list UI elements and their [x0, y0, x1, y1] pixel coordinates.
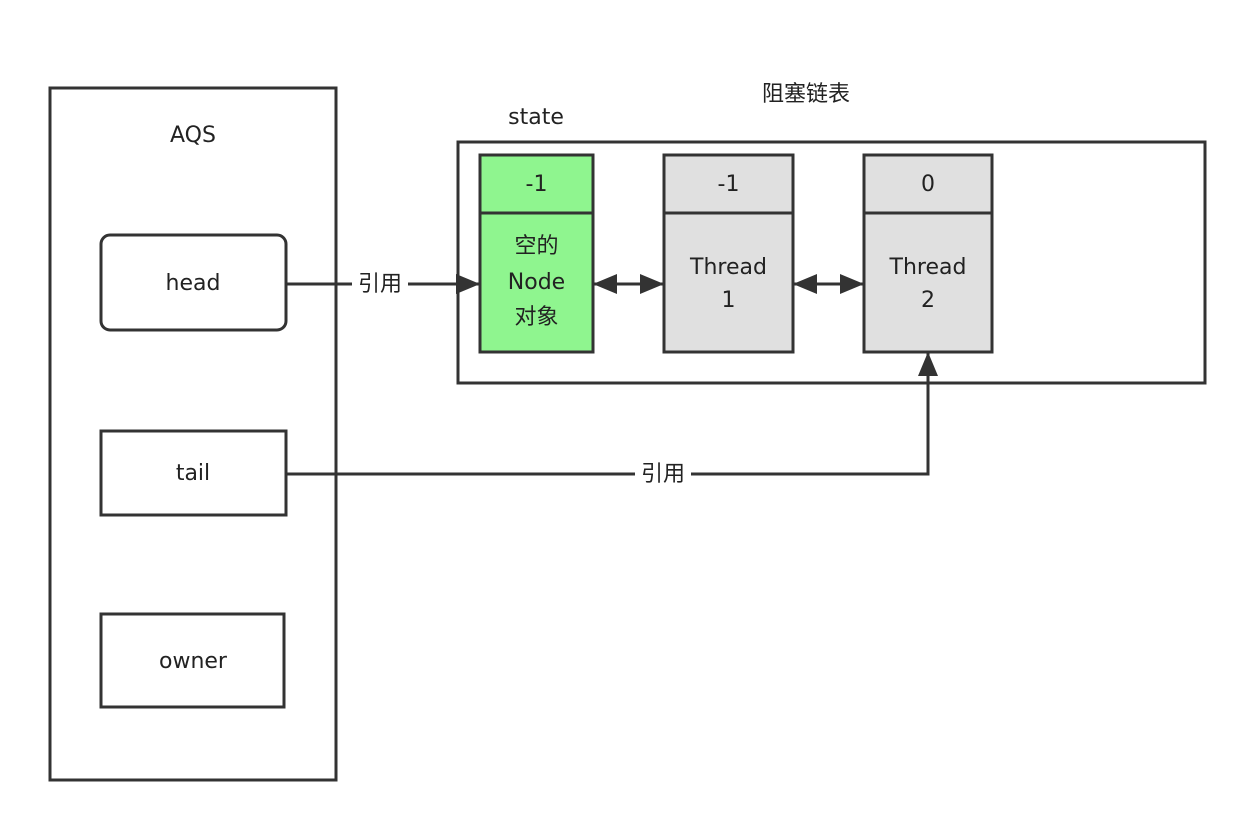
aqs-title: AQS: [170, 123, 216, 148]
tail-ref-label-bg: [635, 460, 691, 488]
node-1-body: [662, 211, 795, 354]
node-2-line-1: Thread: [889, 255, 967, 280]
node-2-state-cell: [862, 153, 994, 215]
node-0-line-2: Node: [508, 270, 565, 295]
node-2-body: [862, 211, 994, 354]
queue-node-0: -1 空的 Node 对象: [478, 153, 595, 354]
tail-field-label: tail: [176, 461, 210, 486]
node-2-state: 0: [921, 172, 935, 197]
tail-ref-arrow: [286, 352, 938, 476]
node-1-state-cell: [662, 153, 795, 215]
node-0-line-3: 对象: [514, 305, 558, 330]
node-1-line-2: 1: [722, 288, 736, 313]
node-0-line-1: 空的: [514, 234, 558, 259]
queue-title: 阻塞链表: [762, 82, 850, 107]
tail-ref-label: 引用: [641, 462, 685, 487]
node-2-line-2: 2: [921, 288, 935, 313]
tail-field-box: [99, 429, 288, 517]
node-1-state: -1: [718, 172, 740, 197]
head-ref-label-bg: [352, 270, 408, 298]
queue-node-2: 0 Thread 2: [862, 153, 994, 354]
node-1-line-1: Thread: [689, 255, 767, 280]
node-0-body: [478, 211, 595, 354]
head-field-label: head: [166, 271, 221, 296]
owner-field-label: owner: [159, 649, 228, 674]
state-label: state: [508, 105, 564, 130]
node-0-state: -1: [526, 172, 548, 197]
owner-field-box: [99, 612, 286, 709]
head-ref-label: 引用: [358, 272, 402, 297]
queue-node-1: -1 Thread 1: [662, 153, 795, 354]
